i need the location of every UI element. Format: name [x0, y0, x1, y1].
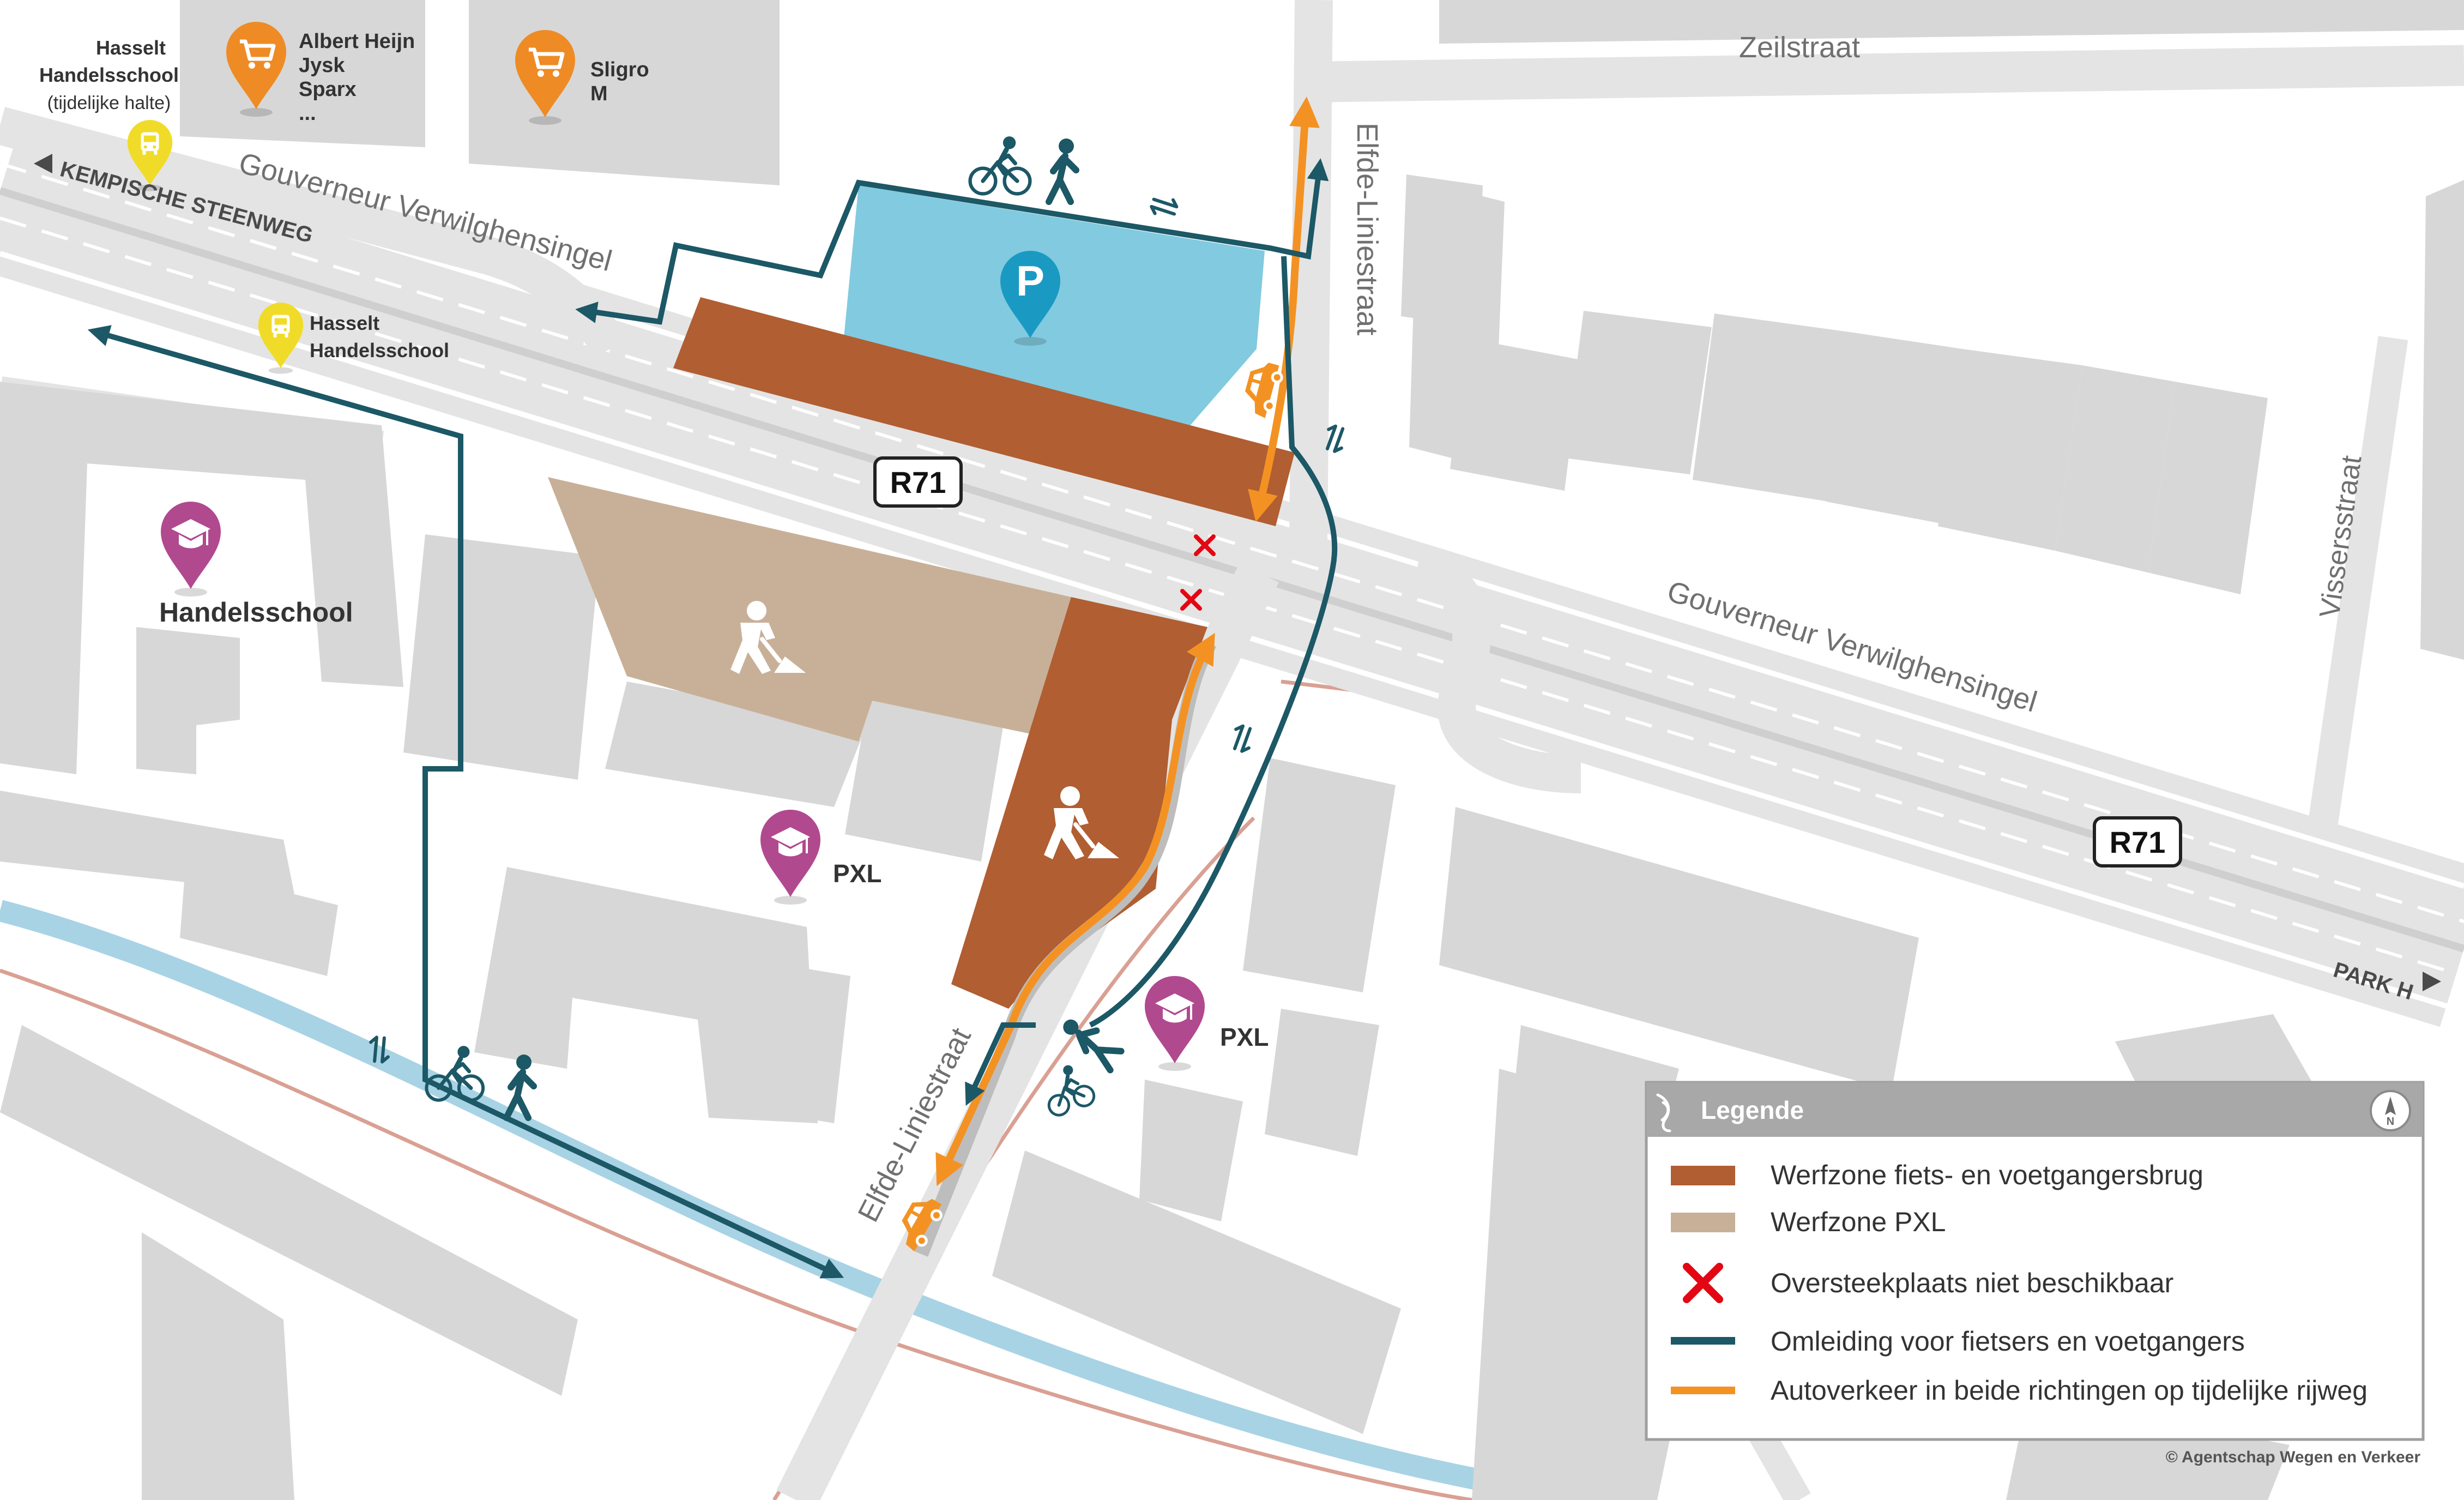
road-vissersstraat [2307, 336, 2408, 831]
building [736, 960, 850, 1123]
detour-route-north [575, 158, 1329, 325]
north-arrow-icon: N [2370, 1090, 2411, 1131]
detour-route-south-spur [965, 1022, 1036, 1106]
building [992, 1150, 1401, 1434]
arrow-right-icon [2423, 972, 2441, 991]
road-r71-lane-1 [0, 162, 2464, 923]
parking-symbol: P [1016, 257, 1044, 305]
legend: Legende N Werfzone fiets- en voetgangers… [1645, 1081, 2425, 1441]
north-label: N [2387, 1116, 2394, 1128]
legend-label: Werfzone fiets- en voetgangersbrug [1771, 1160, 2203, 1190]
legend-label: Omleiding voor fietsers en voetgangers [1771, 1326, 2245, 1357]
arrow-left-icon [34, 154, 52, 173]
bus-stop-1-line1: Hasselt [96, 37, 166, 59]
shops-2-line2: M [590, 82, 608, 105]
building [1265, 1009, 1379, 1156]
road-r71-median [0, 187, 2464, 953]
building [469, 0, 780, 185]
r71-label: R71 [2110, 825, 2166, 859]
school-label-pxl-2: PXL [1220, 1023, 1269, 1051]
copyright: © Agentschap Wegen en Verkeer [2166, 1448, 2421, 1466]
bus-stop-1-note: (tijdelijke halte) [47, 93, 171, 113]
school-label-pxl-1: PXL [833, 859, 881, 888]
building [1938, 349, 2082, 551]
road-slip-right [1412, 548, 1581, 793]
shops-2-line1: Sligro [590, 58, 649, 81]
detour-route-main [87, 325, 844, 1279]
legend-swatch-bridge-works [1671, 1166, 1735, 1185]
bus-stop-1-line2: Handelsschool [39, 64, 179, 86]
legend-label: Oversteekplaats niet beschikbaar [1771, 1268, 2173, 1298]
flanders-lion-icon [1656, 1093, 1671, 1132]
parking-pin: P [1000, 250, 1060, 346]
legend-title: Legende [1701, 1096, 1804, 1124]
detour-route-east [1089, 256, 1338, 1028]
building [2420, 180, 2464, 660]
shops-1-line1: Albert Heijn [299, 30, 415, 53]
bus-stop-2-line2: Handelsschool [310, 339, 449, 362]
legend-swatch-closed-crossing [1683, 1263, 1723, 1303]
legend-swatch-detour [1671, 1337, 1735, 1345]
r71-label: R71 [890, 465, 946, 499]
road-zeilstraat [1324, 45, 2464, 103]
building [1439, 807, 1919, 1091]
legend-label: Werfzone PXL [1771, 1207, 1946, 1237]
legend-header [1646, 1082, 2423, 1137]
car-route-south [935, 632, 1215, 1186]
street-elfde-north: Elfde-Liniestraat [1351, 123, 1384, 335]
building [1243, 758, 1396, 992]
building [1450, 338, 1581, 491]
building [1439, 0, 2464, 44]
school-label-handelsschool: Handelsschool [159, 597, 353, 628]
building [1693, 314, 1853, 502]
building [2055, 365, 2175, 573]
shops-1-line4: ... [299, 102, 316, 125]
legend-box [1645, 1081, 2425, 1441]
r71-sign-right: R71 [2093, 816, 2182, 868]
building [1565, 311, 1712, 474]
street-zeilstraat: Zeilstraat [1739, 31, 1860, 64]
road-elfde-north [1289, 0, 1333, 540]
legend-swatch-car-route [1671, 1387, 1735, 1394]
r71-sign-center: R71 [873, 456, 963, 508]
building [142, 1232, 294, 1500]
poi-labels: Hasselt Handelsschool (tijdelijke halte)… [39, 30, 1269, 1051]
building [403, 534, 600, 780]
legend-label: Autoverkeer in beide richtingen op tijde… [1771, 1375, 2368, 1406]
shops-1-line2: Jysk [299, 54, 345, 77]
building [2148, 382, 2268, 594]
shops-1-line3: Sparx [299, 78, 357, 101]
legend-swatch-pxl-works [1671, 1213, 1735, 1232]
building [1826, 333, 1962, 523]
bus-stop-2-line1: Hasselt [310, 312, 379, 334]
